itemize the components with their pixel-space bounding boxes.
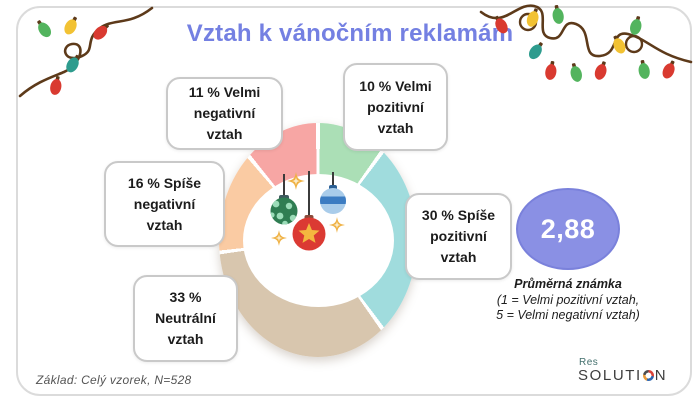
ressolution-logo: Res SOLUTI N xyxy=(578,357,667,384)
label-line: vztah xyxy=(377,119,414,136)
page-title: Vztah k vánočním reklamám xyxy=(186,20,514,47)
light-bulb-red-icon xyxy=(50,76,62,95)
logo-text-pre: SOLUTI xyxy=(578,367,642,384)
label-line: negativní xyxy=(193,105,256,121)
christmas-lights-garland-top-left xyxy=(18,6,154,98)
segment-label-spise-negativni: 16 % Spíše negativní vztah xyxy=(104,161,225,247)
light-bulb-red-icon xyxy=(594,61,607,80)
label-line: 30 % Spíše xyxy=(421,207,496,223)
light-bulb-red-icon xyxy=(545,60,557,80)
sparkle-star-icon xyxy=(287,172,305,190)
average-score-caption: Průměrná známka (1 = Velmi pozitivní vzt… xyxy=(462,277,674,324)
segment-label-spise-pozitivni: 30 % Spíše pozitivní vztah xyxy=(405,193,512,280)
light-bulb-teal-icon xyxy=(528,42,543,60)
caption-line: 5 = Velmi negativní vztah) xyxy=(496,308,640,322)
light-bulb-green-icon xyxy=(630,16,642,35)
light-bulb-green-icon xyxy=(570,63,582,82)
logo-res-text: Res xyxy=(579,357,599,368)
logo-solution-text: SOLUTI N xyxy=(578,367,667,384)
logo-text-post: N xyxy=(654,367,668,384)
label-line: 16 % Spíše xyxy=(127,174,202,191)
sample-base-note: Základ: Celý vzorek, N=528 xyxy=(36,373,192,387)
christmas-lights-garland-top-right xyxy=(479,4,693,82)
average-score-value: 2,88 xyxy=(540,213,596,244)
average-score-badge: 2,88 xyxy=(516,188,620,270)
label-line: vztah xyxy=(167,331,204,347)
red-star-bauble-icon xyxy=(292,215,326,251)
light-bulb-green-icon xyxy=(37,20,52,38)
light-bulb-teal-icon xyxy=(66,54,80,73)
label-line: vztah xyxy=(440,249,477,265)
light-bulb-red-icon xyxy=(662,60,675,79)
label-line: pozitivní xyxy=(430,228,487,244)
label-line: vztah xyxy=(206,126,243,142)
garland-string xyxy=(479,4,693,64)
segment-label-neutralni: 33 % Neutrální vztah xyxy=(133,275,238,362)
light-bulb-red-icon xyxy=(494,15,508,34)
sparkle-star-icon xyxy=(271,230,287,246)
blue-bauble-icon xyxy=(320,185,346,214)
light-bulb-green-icon xyxy=(552,4,564,24)
light-bulb-green-icon xyxy=(638,59,650,79)
label-line: pozitivní xyxy=(367,98,424,115)
christmas-ornaments-illustration xyxy=(270,171,346,251)
sparkle-star-icon xyxy=(329,217,345,233)
logo-colored-o-icon xyxy=(642,370,654,381)
segment-label-velmi-pozitivni: 10 % Velmi pozitivní vztah xyxy=(343,63,448,151)
label-line: vztah xyxy=(146,216,183,233)
label-line: 11 % Velmi xyxy=(188,84,261,100)
light-bulb-yellow-icon xyxy=(64,16,77,35)
segment-label-velmi-negativni: 11 % Velmi negativní vztah xyxy=(166,77,283,150)
caption-line: Průměrná známka xyxy=(514,277,622,291)
label-line: Neutrální xyxy=(155,310,216,326)
label-line: 33 % xyxy=(169,289,202,305)
label-line: 10 % Velmi xyxy=(359,77,432,94)
caption-line: (1 = Velmi pozitivní vztah, xyxy=(496,292,640,307)
green-bauble-icon xyxy=(270,195,298,225)
light-bulb-red-icon xyxy=(93,24,109,40)
label-line: negativní xyxy=(133,195,196,212)
garland-loop xyxy=(624,34,644,54)
light-bulb-yellow-icon xyxy=(526,8,539,27)
light-bulb-yellow-icon xyxy=(613,35,626,54)
